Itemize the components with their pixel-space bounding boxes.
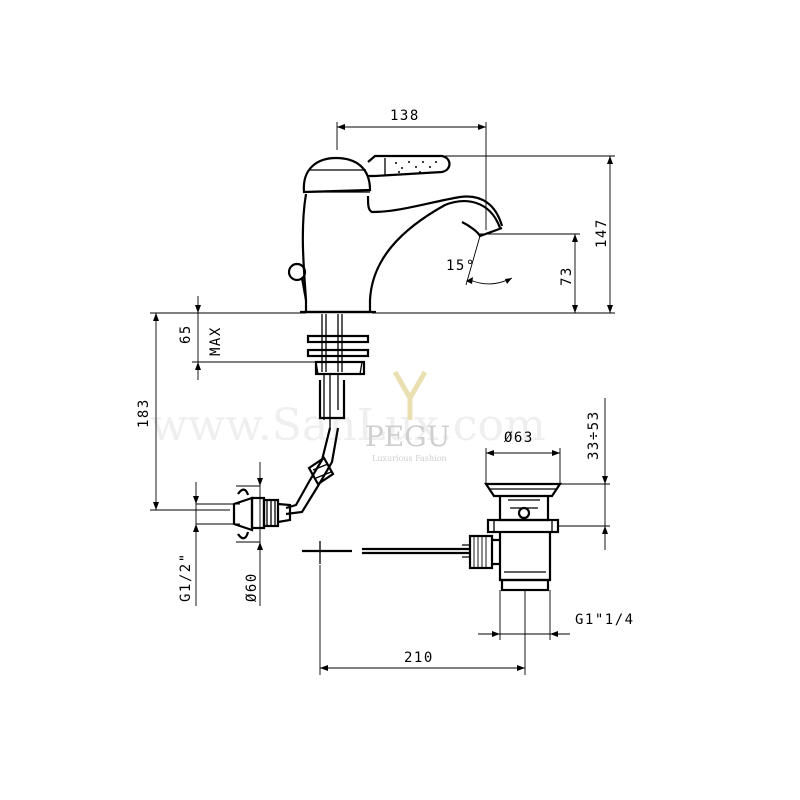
dim-rosette-diameter: Ø60: [244, 572, 260, 602]
dimension-labels: 138 147 73 15° 65 MAX 183 Ø63 33÷53 G1/2…: [136, 108, 635, 666]
dim-spout-height: 73: [559, 266, 575, 286]
watermark-brand: PEGU: [365, 420, 450, 453]
watermark-site: www.SanLux.com: [150, 400, 546, 451]
dimension-lines: [150, 122, 615, 675]
dim-waste-diameter: Ø63: [504, 430, 534, 446]
dim-width-top: 138: [390, 108, 420, 124]
dim-inlet-thread: G1/2": [178, 552, 194, 602]
dim-waste-thread: G1"1/4: [575, 612, 635, 628]
lever-texture: [395, 161, 437, 173]
dim-waste-range: 33÷53: [586, 410, 602, 460]
faucet-body: [287, 154, 504, 314]
watermark: www.SanLux.com PEGU Luxurious Fashion: [150, 370, 546, 463]
dim-height-total: 147: [594, 218, 610, 248]
dim-spacing-bottom: 210: [404, 650, 434, 666]
under-deck-assembly: [232, 314, 370, 540]
watermark-tagline: Luxurious Fashion: [372, 454, 447, 463]
dim-below-deck: 183: [136, 398, 152, 428]
dim-max-thickness: 65: [178, 324, 194, 344]
dim-spout-angle: 15°: [446, 258, 476, 274]
dim-max-label: MAX: [208, 326, 224, 356]
pop-up-waste: [302, 482, 563, 592]
